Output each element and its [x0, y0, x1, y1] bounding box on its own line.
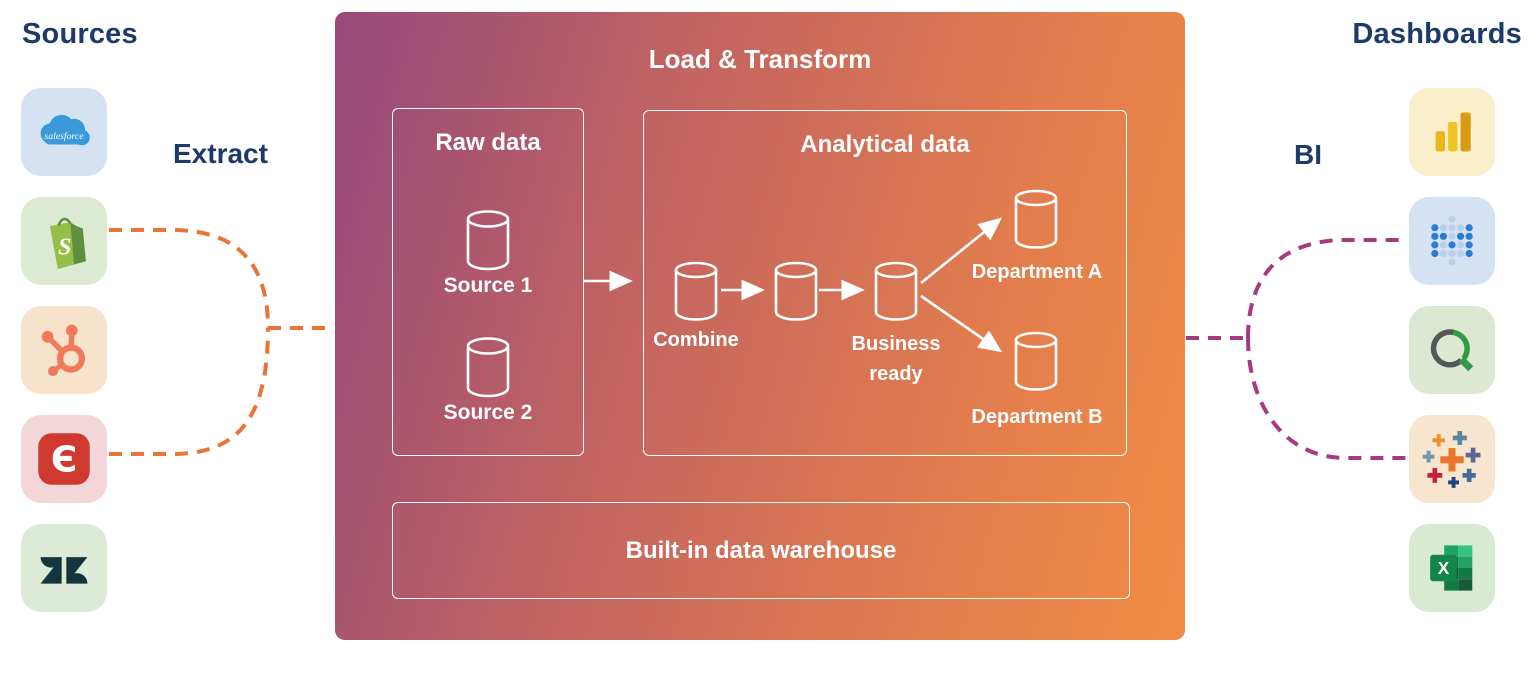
source-tile-zendesk — [21, 524, 107, 612]
eventbrite-icon: Є — [38, 433, 90, 485]
dashboards-header: Dashboards — [1352, 18, 1522, 50]
combine-cylinder-icon — [674, 261, 718, 321]
source2-label: Source 2 — [443, 401, 533, 424]
dashboard-tile-tableau — [1409, 415, 1495, 503]
shopify-icon: S — [49, 217, 86, 270]
metabase-icon — [1431, 215, 1473, 266]
source-tile-eventbrite: Є — [21, 415, 107, 503]
source2-cylinder-icon — [466, 337, 510, 398]
raw-data-panel: Raw data Source 1 Source 2 — [392, 108, 584, 456]
combine-label: Combine — [653, 329, 739, 351]
source-tile-hubspot — [21, 306, 107, 394]
warehouse-title: Built-in data warehouse — [625, 536, 897, 564]
extract-dashed-connector — [109, 228, 334, 456]
load-transform-title: Load & Transform — [648, 44, 872, 74]
dashboard-tile-metabase — [1409, 197, 1495, 285]
sources-header: Sources — [22, 18, 138, 50]
intermediate-cylinder-icon — [774, 261, 818, 321]
business-ready-cylinder-icon — [874, 261, 918, 321]
department-a-label: Department A — [971, 261, 1103, 283]
raw-data-title: Raw data — [435, 129, 541, 156]
source-tile-shopify: S — [21, 197, 107, 285]
warehouse-panel: Built-in data warehouse — [392, 502, 1130, 599]
tableau-icon — [1422, 430, 1481, 488]
dashboard-tile-power-bi — [1409, 88, 1495, 176]
hubspot-icon — [41, 324, 86, 377]
bi-dashed-connector — [1186, 238, 1407, 460]
shopify-letter: S — [58, 233, 71, 260]
bi-label: BI — [1294, 139, 1322, 170]
dashboard-tile-excel: X — [1409, 524, 1495, 612]
salesforce-icon: salesforce — [40, 114, 90, 146]
load-transform-panel: Load & Transform Raw data Source 1 Sourc… — [335, 12, 1185, 640]
qlik-icon — [1430, 329, 1474, 372]
business-ready-label: Business ready — [851, 333, 941, 385]
department-a-cylinder-icon — [1014, 189, 1058, 249]
dashboard-tile-qlik — [1409, 306, 1495, 394]
department-b-cylinder-icon — [1014, 331, 1058, 391]
source1-label: Source 1 — [443, 274, 533, 297]
zendesk-icon — [40, 557, 88, 584]
excel-icon: X — [1430, 545, 1473, 591]
eventbrite-letter: Є — [51, 439, 77, 480]
analytical-data-title: Analytical data — [800, 131, 970, 158]
analytical-data-panel: Analytical data Combine Business ready D… — [643, 110, 1127, 456]
salesforce-wordmark: salesforce — [44, 131, 84, 142]
department-b-label: Department B — [971, 406, 1103, 428]
power-bi-icon — [1435, 112, 1471, 152]
source-tile-salesforce: salesforce — [21, 88, 107, 176]
source1-cylinder-icon — [466, 210, 510, 271]
excel-letter: X — [1438, 558, 1450, 578]
extract-label: Extract — [173, 138, 268, 169]
